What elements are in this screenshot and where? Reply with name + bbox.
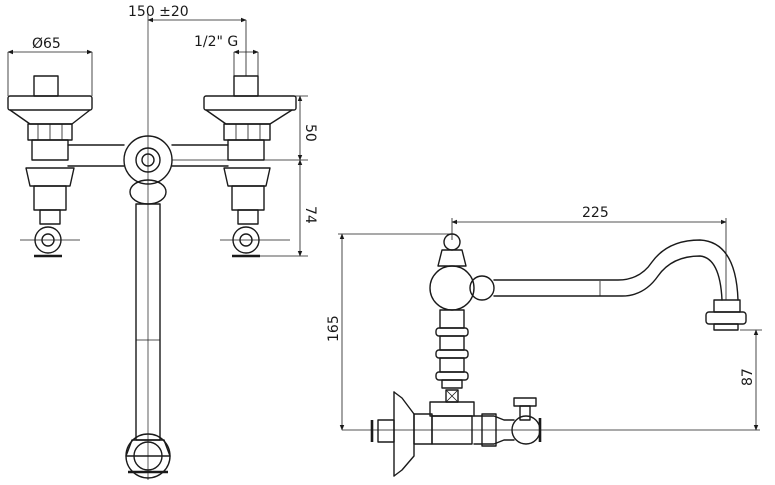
label-diameter: Ø65	[32, 36, 61, 52]
spout-aerator	[705, 299, 747, 331]
top-knob	[429, 233, 475, 311]
bridge-arms	[67, 144, 229, 167]
side-view: 225 165 87	[326, 205, 762, 477]
label-spout-reach: 225	[582, 205, 609, 221]
label-thread: 1/2" G	[194, 34, 238, 50]
wall-flange	[370, 391, 433, 477]
vertical-spout	[125, 179, 171, 479]
stacked-body	[429, 309, 475, 445]
left-valve-body	[31, 139, 69, 161]
dim-center-distance: 150 ±20	[128, 4, 247, 76]
left-handle	[7, 75, 93, 141]
right-handle	[203, 75, 297, 141]
dim-thread: 1/2" G	[194, 34, 259, 76]
label-height-50: 50	[302, 124, 318, 142]
dim-spout-height: 87	[740, 329, 762, 431]
label-spout-height: 87	[740, 368, 756, 386]
label-center-distance: 150 ±20	[128, 4, 189, 20]
dim-overall-height: 165	[326, 233, 452, 431]
left-lower-valve	[25, 167, 75, 258]
right-valve-body	[227, 139, 265, 161]
side-tap	[511, 397, 542, 445]
spout-tube	[469, 239, 739, 301]
dim-diameter: Ø65	[7, 36, 93, 96]
right-lower-valve	[223, 167, 271, 258]
label-overall-height: 165	[326, 315, 342, 342]
dim-spout-reach: 225	[451, 205, 727, 300]
label-height-74: 74	[302, 206, 318, 224]
dim-vertical-front: 50 74	[172, 95, 318, 257]
front-view: 150 ±20 Ø65 1/2" G 50 74	[7, 4, 318, 480]
